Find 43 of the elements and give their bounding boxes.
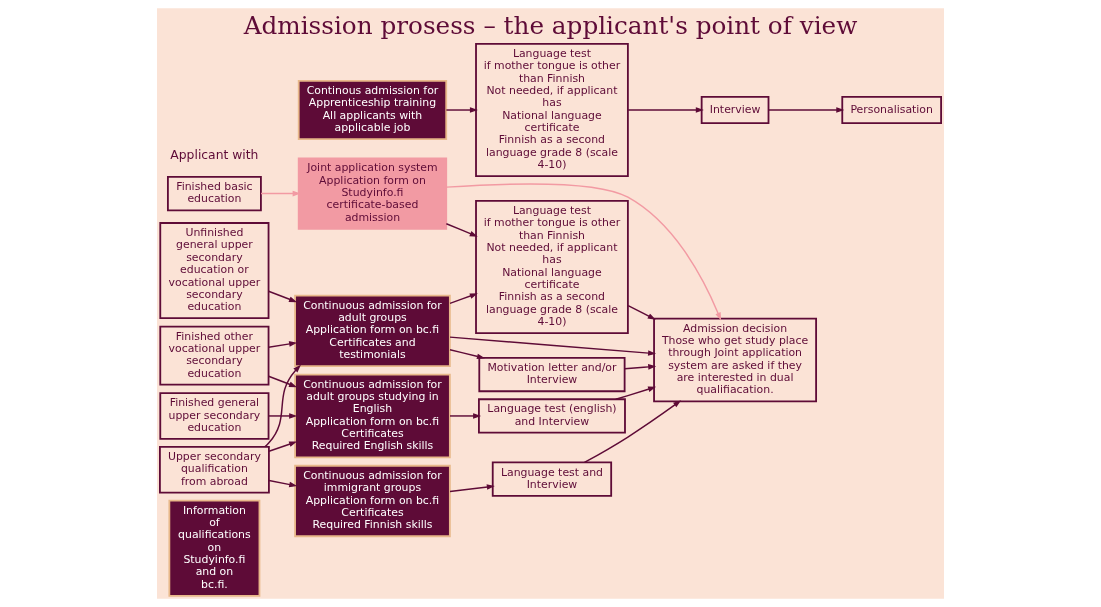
node-box: Personalisation [841, 96, 942, 124]
arrow [267, 413, 298, 419]
arrow [264, 364, 301, 448]
arrow [267, 290, 297, 303]
arrow [615, 386, 657, 400]
arrow [624, 364, 657, 370]
arrow [583, 400, 682, 464]
arrow [267, 375, 297, 388]
node-box: Language test if mother tongue is other than Finnish Not needed, if applicant has National language certificate Finnish as a second language grade 8 (scale 4-10) [475, 43, 629, 178]
node-box: Joint application system Application form on Studyinfo.fi certificate-based admission [297, 157, 448, 230]
arrow [268, 479, 298, 488]
arrow [268, 441, 298, 452]
arrow [445, 107, 478, 113]
arrow [267, 341, 298, 348]
arrow [449, 293, 478, 305]
node-box: Continuous admission for immigrant groups Application form on bc.fi Certificates Required Finnish skills [294, 464, 451, 538]
node-box: Language test if mother tongue is other than Finnish Not needed, if applicant has National language certificate Finnish as a second language grade 8 (scale 4-10) [475, 199, 629, 335]
node-box: Continuous admission for adult groups Application form on bc.fi Certificates and testimonials [294, 294, 451, 368]
node-box: Finished general upper secondary education [159, 392, 270, 440]
arrow [445, 223, 478, 237]
node-box: Information of qualifications on Studyinfo.fi and on bc.fi. [168, 499, 261, 597]
arrow [260, 190, 301, 197]
node-box: Finished basic education [167, 175, 262, 212]
arrow [445, 183, 722, 321]
diagram-title: Admission prosess – the applicant's point of view [243, 10, 858, 40]
node-box: Finished other vocational upper secondary education [159, 325, 270, 386]
node-box: Continuous admission for adult groups studying in English Application form on bc.fi Certificates Required English skills [294, 373, 451, 459]
label: Applicant with [170, 147, 259, 162]
arrow [627, 107, 704, 113]
arrow [627, 304, 656, 320]
node-box: Interview [700, 96, 770, 124]
node-box: Upper secondary qualification from abroad [159, 445, 270, 494]
arrow [767, 107, 845, 113]
arrow [449, 336, 657, 356]
node-box: Language test and Interview [491, 461, 613, 497]
node-box: Language test (english) and Interview [478, 398, 626, 434]
node-box: Unfinished general upper secondary education or vocational upper secondary education [159, 222, 270, 320]
arrow [449, 413, 482, 419]
node-box: Admission decision Those who get study place through Joint application system are asked if they are interested in dual qualifiacation. [653, 317, 817, 403]
node-box: Motivation letter and/or Interview [478, 356, 626, 393]
arrow [449, 484, 495, 493]
node-box: Continous admission for Apprenticeship training All applicants with applicable job [297, 80, 448, 140]
arrow [449, 349, 485, 360]
